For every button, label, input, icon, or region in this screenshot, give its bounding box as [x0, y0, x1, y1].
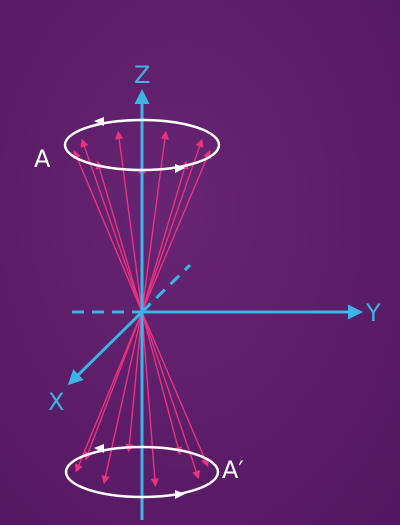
upper-cone-vector-9	[141, 149, 211, 313]
lower-cone-vector-2	[84, 311, 143, 461]
lower-cone-vector-7	[141, 311, 201, 480]
lower-cone-vectors	[75, 311, 209, 487]
upper-cone-label: A	[34, 145, 51, 173]
upper-cone-vector-1	[73, 149, 143, 313]
lower-cone-vector-4	[125, 311, 143, 453]
upper-ring-arrow-right	[175, 164, 185, 173]
lower-cone-vector-8	[141, 311, 209, 468]
y-axis-label: Y	[365, 299, 381, 327]
axes	[67, 89, 363, 520]
lower-cone-vector-6	[141, 311, 183, 456]
upper-cone-vector-4	[115, 130, 143, 313]
lower-precession-ring	[64, 445, 220, 499]
upper-ring-group	[63, 117, 221, 173]
lower-cone-vector-1	[75, 311, 143, 473]
upper-ring-arrow-left	[94, 117, 104, 126]
upper-cone-vector-8	[141, 138, 204, 313]
x-axis	[67, 310, 144, 386]
lower-ring-group	[64, 444, 220, 499]
lower-ring-arrow-right	[175, 490, 185, 499]
lower-cone-vector-3	[101, 311, 143, 485]
upper-cone-vector-7	[141, 160, 189, 313]
z-axis-label: Z	[134, 61, 150, 89]
x-axis-negative-dashed	[140, 263, 192, 314]
upper-cone-vector-3	[95, 160, 143, 313]
lower-cone-label: A′	[222, 456, 244, 484]
lower-cone-vector-5	[141, 311, 160, 487]
upper-precession-ring	[63, 118, 221, 172]
upper-cone-vector-6	[141, 130, 169, 313]
lower-ring-arrow-left	[94, 444, 104, 453]
upper-cone-vector-2	[80, 138, 143, 313]
x-axis-label: X	[48, 388, 64, 416]
